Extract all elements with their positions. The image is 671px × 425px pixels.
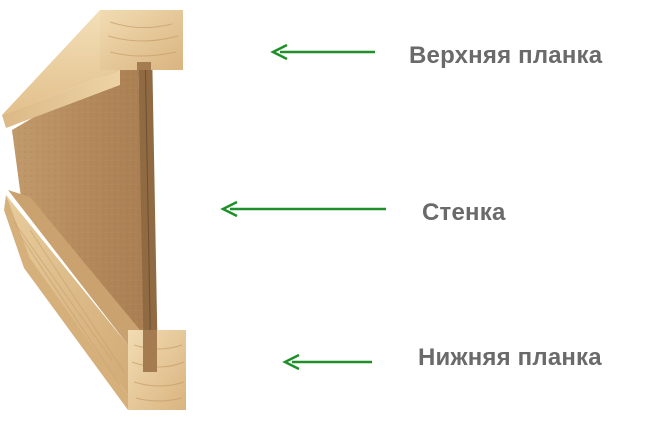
label-top-flange: Верхняя планка: [409, 42, 603, 69]
web-panel: [12, 45, 158, 373]
arrow-top-flange: [270, 43, 375, 61]
label-bottom-flange: Нижняя планка: [418, 344, 602, 371]
arrow-bottom-flange: [282, 353, 372, 371]
top-flange: [2, 10, 183, 128]
label-web: Стенка: [422, 199, 506, 226]
arrow-web: [220, 200, 386, 218]
bottom-flange: [4, 190, 186, 410]
